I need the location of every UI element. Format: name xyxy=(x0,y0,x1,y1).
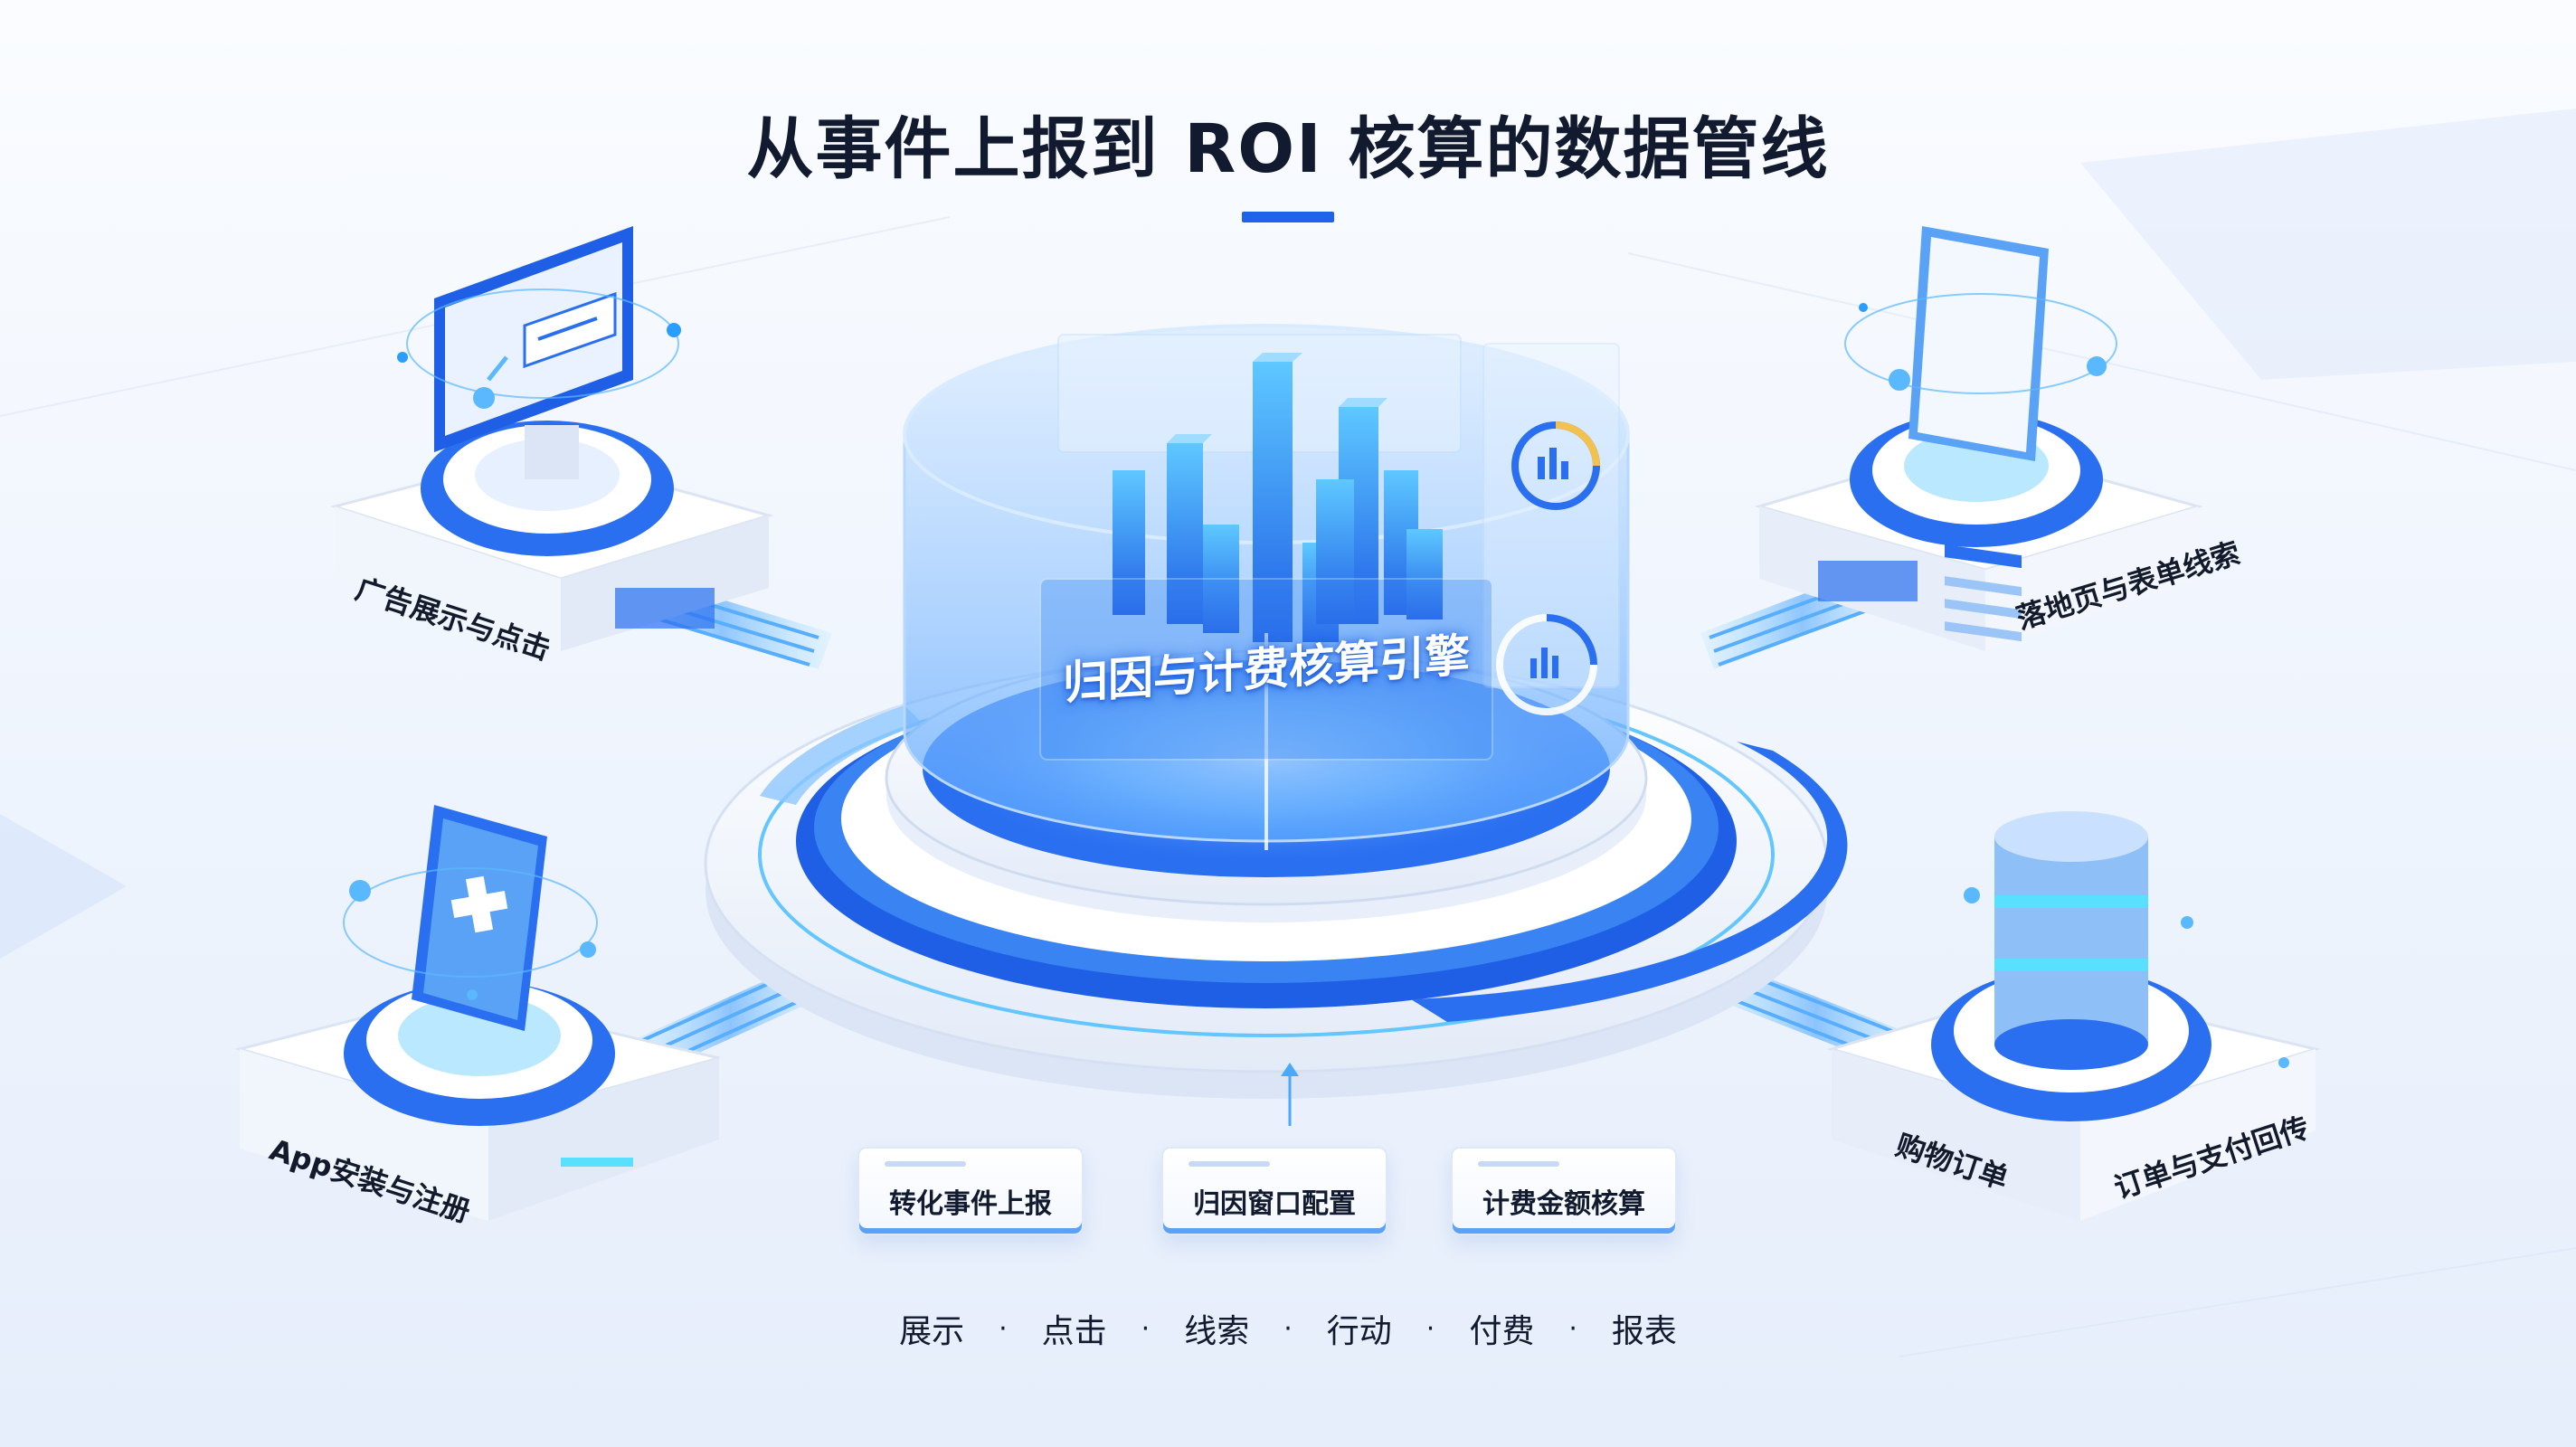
card-label: 计费金额核算 xyxy=(1482,1188,1645,1220)
stage-separator: · xyxy=(1141,1312,1151,1345)
card-attribution-window: 归因窗口配置 xyxy=(1161,1147,1387,1235)
stage-separator: · xyxy=(1283,1312,1293,1345)
phone-form-icon xyxy=(1908,226,2049,642)
arrow-up-icon xyxy=(1281,1063,1299,1126)
background-panels xyxy=(0,109,2576,1357)
node-landing-form-platform xyxy=(1754,226,2203,651)
card-stripe xyxy=(1189,1161,1270,1167)
card-stripe xyxy=(1478,1161,1559,1167)
stage-item: 付费 xyxy=(1469,1313,1535,1350)
stage-separator: · xyxy=(1568,1312,1577,1345)
stage-separator: · xyxy=(1425,1312,1435,1345)
card-label: 归因窗口配置 xyxy=(1193,1188,1356,1220)
stage-separator: · xyxy=(999,1312,1008,1345)
card-label: 转化事件上报 xyxy=(889,1188,1052,1220)
page-title: 从事件上报到 ROI 核算的数据管线 xyxy=(746,110,1830,188)
gauge-icon xyxy=(1511,421,1600,510)
card-billing-amount: 计费金额核算 xyxy=(1451,1147,1677,1235)
stage-flow: 展示 · 点击 · 线索 · 行动 · 付费 · 报表 xyxy=(0,1305,2576,1352)
bar-chart-icon xyxy=(1113,353,1443,642)
node-order-payment-platform xyxy=(1826,811,2321,1221)
stage-item: 报表 xyxy=(1611,1313,1677,1350)
node-ad-display-platform xyxy=(329,226,774,651)
central-platform xyxy=(704,324,1848,1099)
gauge-icon xyxy=(1496,614,1597,715)
card-conversion-event: 转化事件上报 xyxy=(857,1147,1084,1235)
database-icon xyxy=(1994,811,2148,1070)
phone-plus-icon xyxy=(412,805,547,1031)
node-app-install-platform xyxy=(234,805,720,1221)
stage-item: 点击 xyxy=(1041,1313,1107,1350)
stage-item: 展示 xyxy=(899,1313,965,1350)
title-underline xyxy=(1242,212,1334,222)
stage-item: 线索 xyxy=(1184,1313,1250,1350)
stage-item: 行动 xyxy=(1326,1313,1392,1350)
card-stripe xyxy=(885,1161,966,1167)
